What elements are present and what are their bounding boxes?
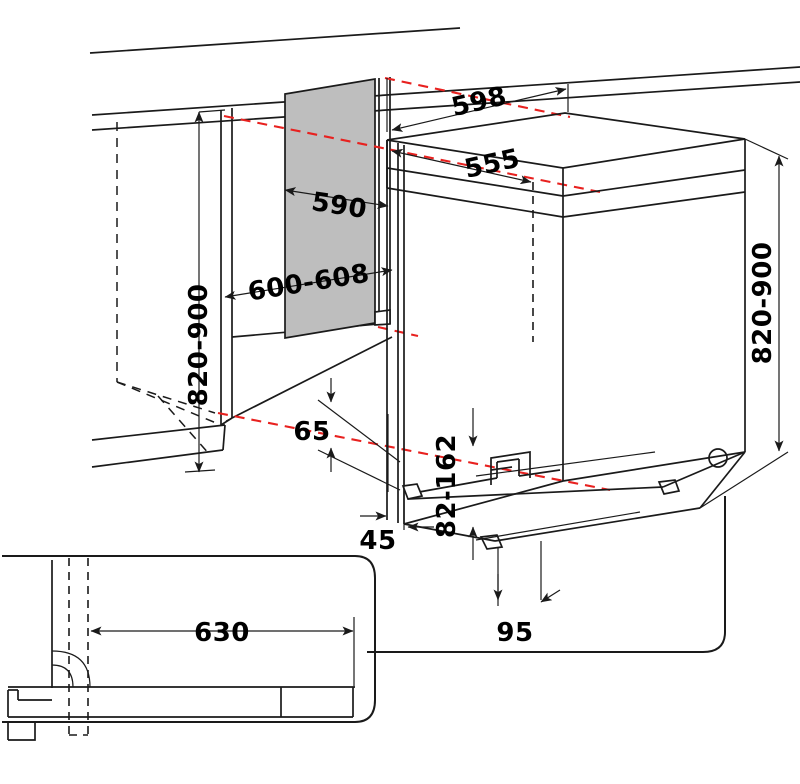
dim-label-598: 598 bbox=[449, 81, 510, 123]
appliance-bracket bbox=[490, 451, 531, 485]
appliance-bottom-rear-line2 bbox=[662, 451, 746, 488]
niche-floor-front-edge bbox=[231, 336, 393, 419]
appliance-band-right-connect bbox=[562, 169, 746, 197]
dim-left-ext-bottom bbox=[184, 469, 216, 473]
appliance-base-front bbox=[407, 477, 498, 495]
appliance-roller-circle bbox=[708, 448, 728, 468]
dimension-82-162: 82-162 bbox=[432, 408, 656, 560]
red-line-upper bbox=[223, 114, 601, 194]
appliance-bracket-inner bbox=[490, 466, 513, 471]
appliance-foot-right bbox=[657, 479, 681, 495]
dim-left-ext-top bbox=[198, 109, 226, 113]
appliance-body-group bbox=[386, 112, 746, 550]
dimension-598: 598 bbox=[386, 78, 569, 132]
callout-lower-extension bbox=[367, 496, 726, 653]
dim-82-ext-bottom bbox=[475, 511, 641, 541]
dim-label-height-left: 820-900 bbox=[184, 284, 214, 407]
dimension-height-left: 820-900 bbox=[184, 109, 226, 473]
dim-598-line bbox=[391, 87, 567, 132]
dim-label-82-162: 82-162 bbox=[432, 434, 462, 538]
dim-label-height-right: 820-900 bbox=[748, 242, 778, 365]
appliance-bottom-rear-line bbox=[407, 486, 664, 500]
appliance-floor-line-rear bbox=[699, 451, 746, 509]
appliance-control-strip-right-far bbox=[562, 191, 746, 218]
dimension-height-right: 820-900 bbox=[699, 138, 789, 509]
callout-outline bbox=[2, 555, 376, 723]
plinth-top-edge-left bbox=[91, 424, 226, 441]
inset-hinge-arc-inner bbox=[51, 664, 74, 688]
dim-label-45: 45 bbox=[359, 526, 396, 556]
dimension-45: 45 bbox=[359, 414, 434, 556]
hidden-rear-floor-left bbox=[116, 381, 222, 426]
plinth-bottom-edge-left bbox=[91, 449, 224, 468]
dimension-95: 95 bbox=[493, 541, 561, 648]
dim-65-ext-upper bbox=[317, 399, 401, 463]
dim-95-arrow-right bbox=[540, 589, 561, 603]
red-line-lower bbox=[217, 411, 611, 492]
dim-right-ext-top bbox=[744, 138, 789, 160]
worktop-front-lower bbox=[91, 81, 800, 131]
dim-label-95: 95 bbox=[496, 618, 533, 648]
inset-bottom-notch bbox=[8, 722, 36, 741]
dim-555-line bbox=[391, 148, 532, 185]
worktop-front-upper bbox=[91, 66, 800, 116]
dim-label-630: 630 bbox=[194, 618, 250, 648]
dim-right-ext-bottom bbox=[699, 451, 789, 509]
niche-left-panel-corner bbox=[225, 417, 233, 422]
dimension-555: 555 bbox=[386, 144, 534, 342]
dim-590-line bbox=[284, 187, 389, 209]
appliance-base-top bbox=[496, 458, 520, 463]
dim-82-ext-top bbox=[475, 451, 656, 477]
dim-label-65: 65 bbox=[293, 417, 330, 447]
appliance-right-face-bottom bbox=[562, 451, 746, 482]
dimension-65: 65 bbox=[293, 378, 401, 491]
dimension-630: 630 bbox=[90, 617, 355, 686]
appliance-door-bottom bbox=[403, 480, 564, 525]
appliance-base-right bbox=[518, 469, 561, 477]
dim-600-line bbox=[224, 267, 393, 300]
inset-hinge-arc-outer bbox=[51, 650, 91, 688]
appliance-foot-rear bbox=[401, 483, 424, 500]
worktop-top-edge bbox=[89, 27, 461, 54]
plinth-left-riser bbox=[222, 424, 226, 451]
inset-plan-view: 630 bbox=[2, 496, 726, 741]
appliance-floor-line-right bbox=[494, 507, 701, 542]
